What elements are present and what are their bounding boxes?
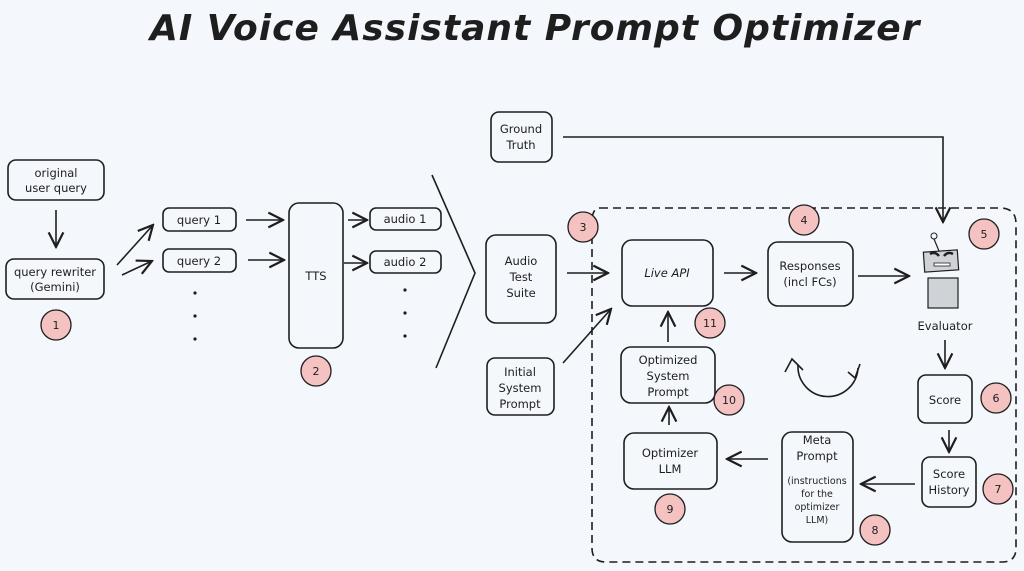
node-label: Score	[929, 393, 961, 407]
edge-rewriter-to-query2	[121, 261, 152, 276]
edge-rewriter-to-query1	[116, 225, 153, 266]
node-label: Prompt	[499, 397, 541, 411]
node-label: query 2	[177, 254, 221, 268]
node-optimized-system-prompt: Optimized System Prompt	[620, 346, 716, 404]
step-badge-6: 6	[980, 382, 1012, 414]
node-sublabel: optimizer	[795, 502, 840, 513]
node-tts: TTS	[288, 202, 344, 349]
node-label: Prompt	[647, 385, 689, 399]
cycle-icon	[784, 357, 861, 398]
node-ground-truth: Ground Truth	[490, 111, 553, 163]
node-label: original	[35, 166, 78, 180]
step-badge-9: 9	[654, 493, 686, 525]
badge-number: 3	[580, 221, 587, 234]
node-label: user query	[25, 181, 87, 195]
node-label: System	[499, 381, 542, 395]
badge-number: 5	[981, 228, 988, 241]
node-label: Test	[509, 270, 533, 284]
step-badge-2: 2	[300, 355, 332, 387]
robot-icon	[922, 232, 960, 309]
node-label: Initial	[504, 365, 536, 379]
node-label: Meta	[803, 433, 832, 447]
step-badge-8: 8	[859, 514, 891, 546]
badge-number: 8	[872, 524, 879, 537]
node-original-query: original user query	[7, 159, 105, 201]
node-label: Optimizer	[642, 446, 699, 460]
node-label: audio 2	[384, 255, 427, 269]
node-label: Evaluator	[918, 319, 973, 333]
edge-initial-prompt-to-live-api	[562, 309, 611, 364]
diagram-title: AI Voice Assistant Prompt Optimizer	[150, 8, 921, 49]
node-label: Audio	[505, 254, 538, 268]
node-label: TTS	[304, 269, 326, 283]
node-score-history: Score History	[921, 456, 977, 508]
badge-number: 11	[703, 317, 717, 330]
node-query-1: query 1	[162, 207, 237, 232]
node-sublabel: (instructions	[787, 476, 846, 487]
node-label: Ground	[500, 122, 542, 136]
node-label: Suite	[506, 286, 535, 300]
step-badge-3: 3	[567, 211, 599, 243]
node-label: query 1	[177, 213, 221, 227]
node-label: (incl FCs)	[783, 275, 836, 289]
badge-number: 7	[995, 483, 1002, 496]
badge-number: 4	[801, 214, 808, 227]
step-badge-4: 4	[788, 204, 820, 236]
node-label: Prompt	[796, 449, 838, 463]
node-query-2: query 2	[162, 248, 237, 273]
edge-ground-truth-to-evaluator	[563, 136, 943, 222]
node-initial-system-prompt: Initial System Prompt	[486, 357, 555, 416]
node-label: Truth	[505, 138, 535, 152]
node-label: audio 1	[384, 212, 427, 226]
bracket-audio-group	[431, 174, 476, 369]
node-audio-test-suite: Audio Test Suite	[485, 234, 557, 324]
badge-number: 9	[667, 503, 674, 516]
node-label: (Gemini)	[30, 280, 80, 294]
node-audio-2: audio 2	[369, 250, 442, 274]
badge-number: 2	[313, 365, 320, 378]
node-query-rewriter: query rewriter (Gemini)	[5, 258, 105, 300]
node-label: Responses	[779, 259, 840, 273]
node-audio-1: audio 1	[369, 207, 442, 231]
badge-number: 1	[53, 319, 60, 332]
step-badge-1: 1	[40, 309, 72, 341]
step-badge-7: 7	[982, 473, 1014, 505]
node-label: query rewriter	[14, 265, 96, 279]
step-badge-5: 5	[968, 218, 1000, 250]
node-score: Score	[917, 374, 973, 424]
node-label: LLM	[659, 462, 682, 476]
node-responses: Responses (incl FCs)	[767, 241, 854, 307]
audio-ellipsis	[403, 288, 407, 338]
node-label: Optimized	[639, 353, 698, 367]
step-badge-11: 11	[694, 307, 726, 339]
node-meta-prompt: Meta Prompt (instructions for the optimi…	[781, 431, 854, 543]
badge-number: 6	[993, 392, 1000, 405]
node-sublabel: for the	[801, 489, 833, 500]
node-label: Score	[933, 467, 965, 481]
node-label: Live API	[644, 266, 690, 280]
node-label: System	[647, 369, 690, 383]
node-evaluator: Evaluator	[918, 232, 973, 333]
node-sublabel: LLM)	[806, 515, 829, 526]
node-optimizer-llm: Optimizer LLM	[623, 432, 718, 490]
node-live-api: Live API	[621, 239, 714, 307]
query-ellipsis	[193, 291, 197, 341]
badge-number: 10	[722, 394, 736, 407]
node-label: History	[929, 483, 970, 497]
step-badge-10: 10	[713, 384, 745, 416]
